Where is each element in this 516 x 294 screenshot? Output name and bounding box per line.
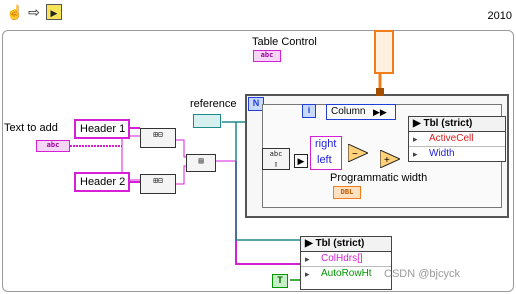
table-control-terminal[interactable]: abc: [253, 50, 281, 62]
svg-text:−: −: [352, 149, 358, 160]
watermark: CSDN @bjcyck: [384, 268, 460, 280]
bool-true-constant[interactable]: T: [272, 274, 288, 288]
property-node-top-class: ▶ Tbl (strict): [409, 117, 505, 132]
arrow-icon[interactable]: ⇨: [28, 4, 40, 20]
text-to-add-label: Text to add: [4, 122, 58, 134]
toolbar: ☝ ⇨ ▶ 2010: [0, 0, 516, 30]
header2-constant[interactable]: Header 2: [74, 172, 130, 192]
justify-left-label: left: [317, 154, 332, 166]
column-node-arrow-icon: ▶▶: [373, 107, 387, 117]
property-width[interactable]: ▸Width: [413, 148, 455, 159]
programmatic-width-label: Programmatic width: [330, 172, 428, 184]
property-auto-row-ht[interactable]: ▸AutoRowHt: [305, 268, 372, 279]
version-label: 2010: [487, 10, 512, 22]
table-control-label: Table Control: [252, 36, 317, 48]
build-array-node[interactable]: ▤: [186, 154, 216, 172]
concatenate-string-node-2[interactable]: ⊞⊟: [140, 174, 176, 194]
shift-register-terminal[interactable]: [374, 30, 394, 74]
header1-constant[interactable]: Header 1: [74, 119, 130, 139]
string-length-node[interactable]: abc▯: [262, 148, 290, 170]
property-node-top[interactable]: ▶ Tbl (strict) ▸ActiveCell ▸Width: [408, 116, 506, 162]
tunnel-orange: [376, 88, 384, 96]
property-node-bottom[interactable]: ▶ Tbl (strict) ▸ColHdrs[] ▸AutoRowHt: [300, 236, 392, 290]
hand-icon[interactable]: ☝: [6, 4, 24, 20]
property-node-bottom-class: ▶ Tbl (strict): [301, 237, 391, 252]
text-to-add-terminal[interactable]: abc: [36, 140, 70, 152]
add-node[interactable]: +: [379, 149, 402, 169]
reference-label: reference: [190, 98, 237, 110]
property-col-hdrs[interactable]: ▸ColHdrs[]: [301, 252, 391, 267]
subtract-node[interactable]: −: [347, 143, 370, 163]
column-node[interactable]: Column: [326, 104, 396, 120]
reference-terminal[interactable]: [193, 114, 221, 128]
select-node-arrow-icon: ▶: [294, 154, 308, 168]
justify-selector[interactable]: [310, 136, 342, 170]
property-active-cell[interactable]: ▸ActiveCell: [409, 132, 505, 147]
justify-right-label: right: [315, 138, 337, 150]
svg-text:+: +: [384, 155, 390, 166]
programmatic-width-terminal[interactable]: DBL: [333, 186, 361, 199]
run-highlight-icon[interactable]: ▶: [46, 4, 62, 20]
concatenate-string-node-1[interactable]: ⊞⊟: [140, 128, 176, 148]
iteration-terminal[interactable]: i: [302, 104, 316, 118]
